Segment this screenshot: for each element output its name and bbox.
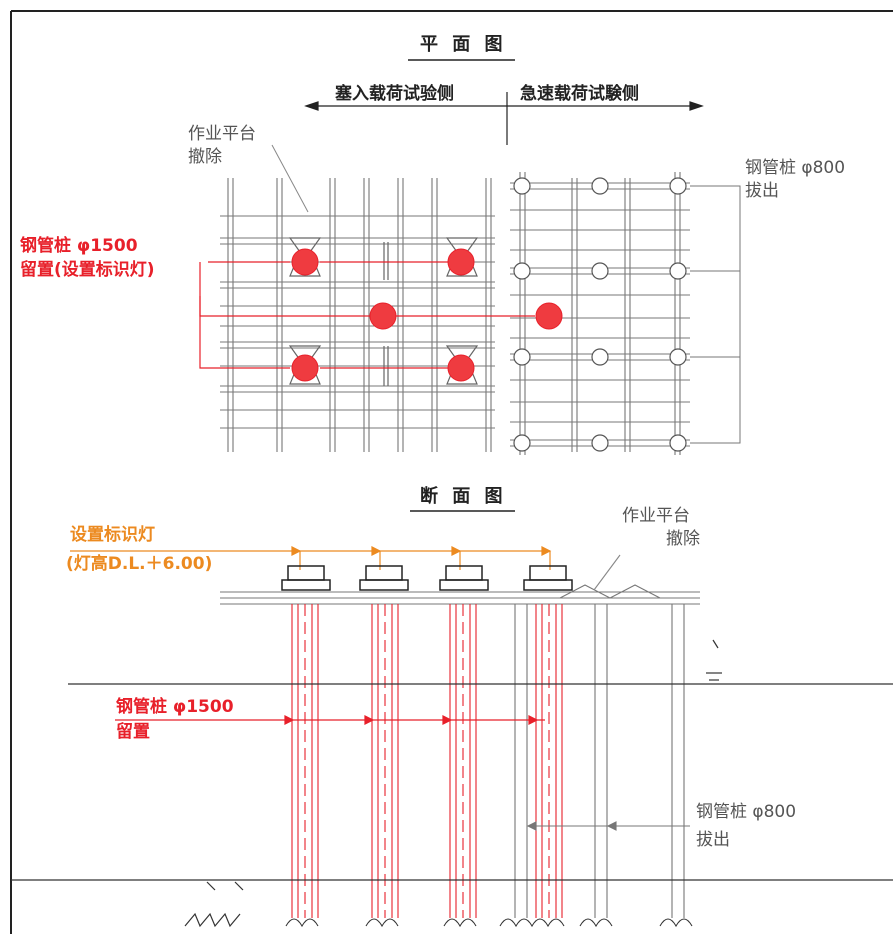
section-pile800-label-line1: 钢管桩 φ800 — [696, 802, 797, 822]
section-platform-label-line1: 作业平台 — [622, 506, 690, 526]
pile1500-leaders — [199, 261, 535, 369]
section-pile1500-leader — [115, 715, 545, 725]
pile1500-markers — [291, 248, 563, 382]
section-pile800-leader — [526, 821, 690, 831]
plan-left-side-label: 塞入载荷试验侧 — [335, 84, 454, 104]
seabed-line — [11, 879, 893, 928]
section-deck — [220, 554, 700, 605]
plan-title: 平 面 图 — [420, 34, 507, 55]
section-lamp-label-line1: 设置标识灯 — [70, 525, 155, 545]
pile-toes — [285, 918, 693, 928]
section-pile1500-label-line1: 钢管桩 φ1500 — [116, 697, 234, 717]
pile-caps — [281, 565, 573, 591]
plan-pile1500-label-line1: 钢管桩 φ1500 — [20, 236, 138, 256]
section-title: 断 面 图 — [420, 486, 507, 507]
pile800-markers — [513, 177, 687, 452]
platform-grid-left — [220, 178, 495, 452]
plan-platform-label-line2: 撤除 — [188, 147, 222, 167]
section-pile800-label-line2: 拔出 — [696, 830, 730, 850]
plan-view — [199, 59, 741, 455]
direction-arrows — [304, 92, 704, 145]
lamp-leader — [70, 546, 552, 570]
section-view — [11, 510, 893, 928]
pile800-leader — [690, 185, 741, 444]
pile800-grid — [510, 172, 690, 455]
section-pile1500 — [291, 604, 563, 918]
plan-pile800-label-line1: 钢管桩 φ800 — [745, 158, 846, 178]
section-lamp-label-line2: (灯高D.L.＋6.00) — [66, 554, 213, 574]
plan-pile1500-label-line2: 留置(设置标识灯) — [20, 260, 155, 280]
platform-leader — [271, 144, 309, 213]
section-pile1500-label-line2: 留置 — [116, 722, 150, 742]
plan-platform-label-line1: 作业平台 — [188, 124, 256, 144]
water-level — [68, 639, 893, 685]
section-pile800 — [514, 604, 685, 918]
section-platform-label-line2: 撤除 — [666, 529, 700, 549]
plan-right-side-label: 急速载荷试験侧 — [520, 84, 639, 104]
drawing-frame — [10, 10, 893, 934]
plan-pile800-label-line2: 拔出 — [745, 181, 779, 201]
